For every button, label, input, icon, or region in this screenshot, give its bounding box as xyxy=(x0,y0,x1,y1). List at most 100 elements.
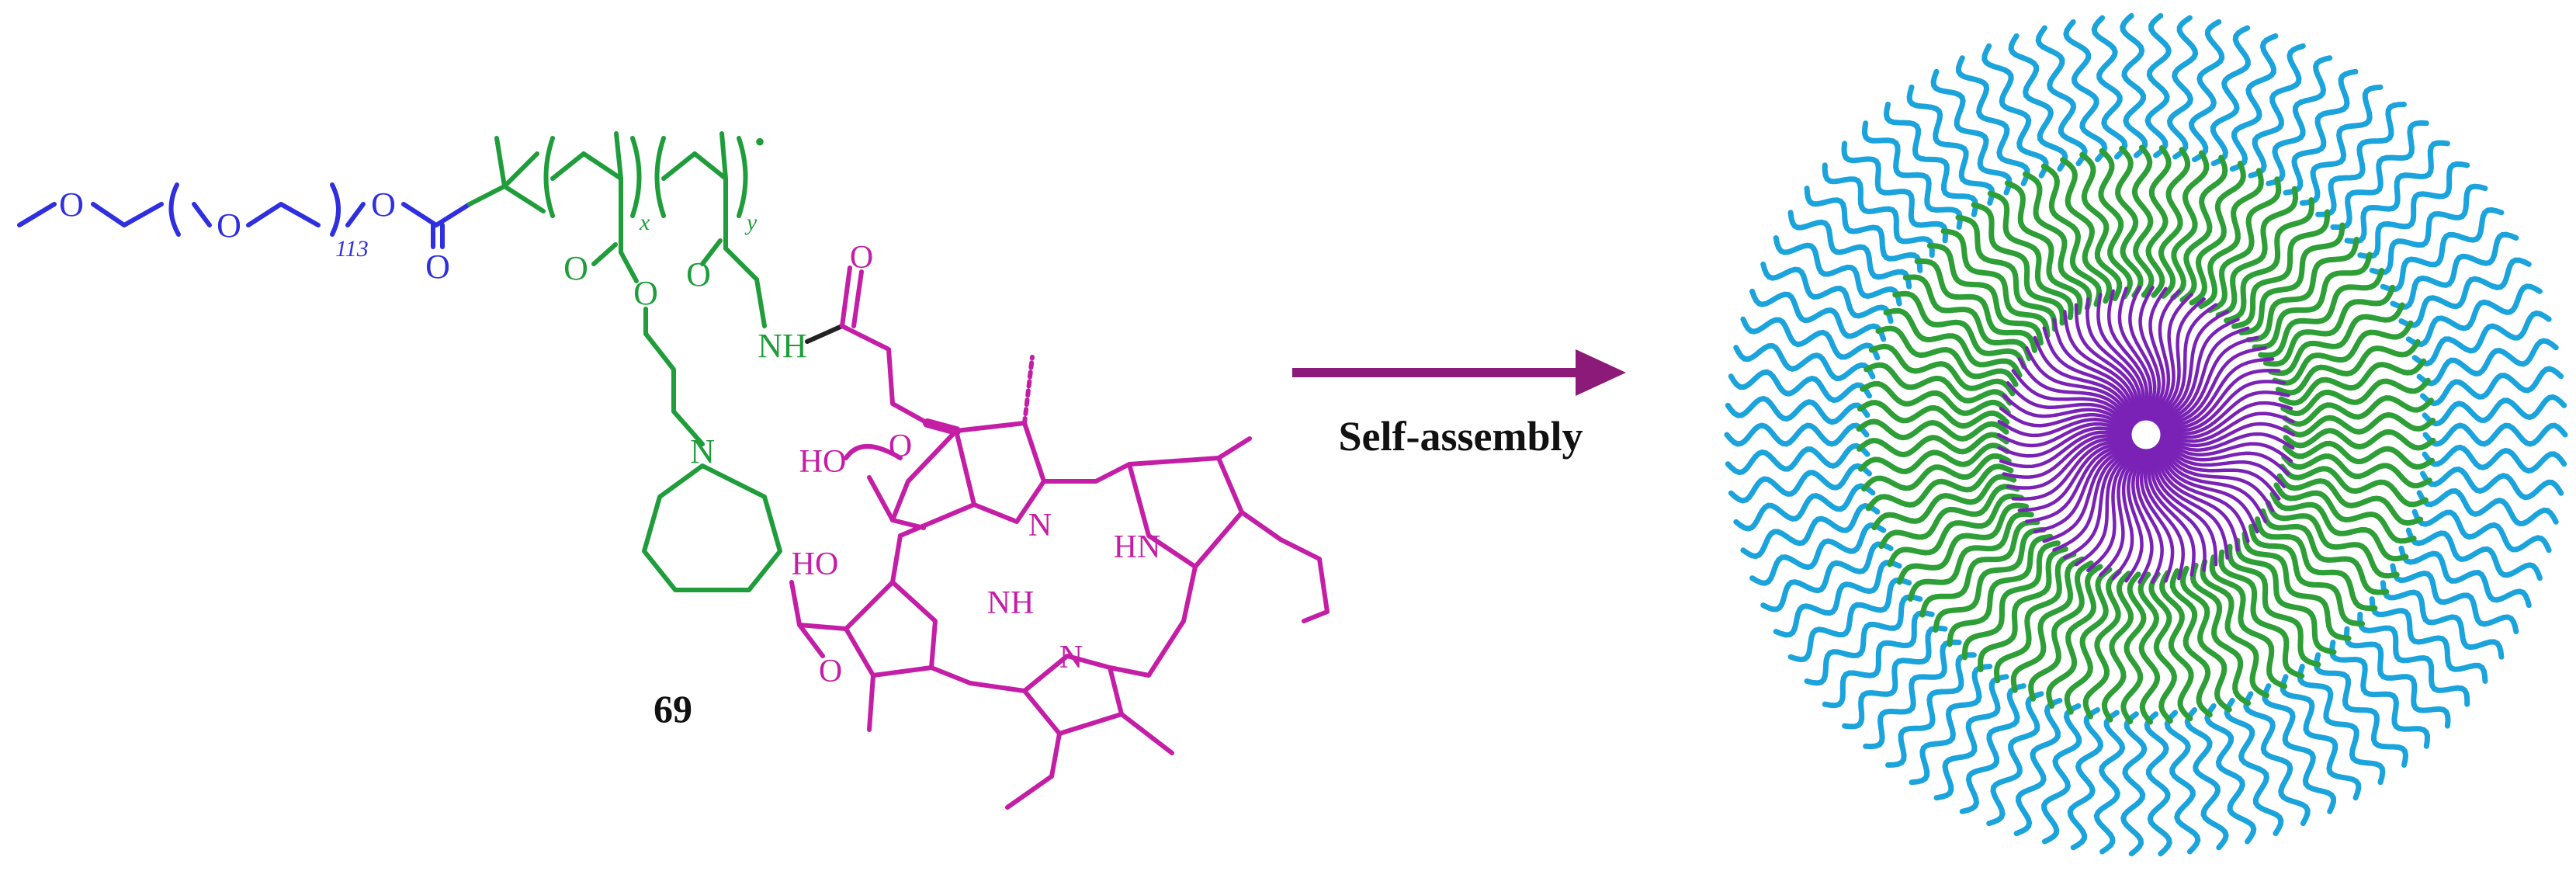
micelle-chain xyxy=(2115,145,2144,299)
micelle-chain xyxy=(1861,453,2012,492)
micelle-chain xyxy=(2227,543,2321,668)
micelle-chain xyxy=(1971,202,2065,326)
peg-repeat-subscript: 113 xyxy=(335,236,369,262)
atom-o-ester-link: O xyxy=(371,186,396,224)
micelle-chain xyxy=(2299,84,2384,206)
micelle-chain xyxy=(1930,68,2013,196)
acid1-o: O xyxy=(889,429,912,464)
micelle-chain xyxy=(2297,664,2386,786)
micelle-chain xyxy=(2279,463,2429,508)
micelle-chain xyxy=(2143,449,2186,581)
micelle-chain xyxy=(2011,439,2133,501)
micelle-chain xyxy=(1907,511,2034,602)
micelle-chain xyxy=(2079,151,2123,301)
micelle-chain xyxy=(2238,222,2345,336)
micelle-chain xyxy=(2099,449,2143,577)
micelle-chain xyxy=(2411,508,2552,553)
micelle-chain xyxy=(1883,307,2023,378)
micelle-chain xyxy=(2098,147,2133,300)
micelle-chain xyxy=(2161,436,2293,463)
micelle-chain xyxy=(2229,33,2279,172)
micelle-chain xyxy=(2017,442,2134,512)
micelle-chain xyxy=(2265,500,2400,579)
micelle-chain xyxy=(2369,596,2488,684)
micelle-chain xyxy=(2207,176,2282,314)
polymer-structure-69: O O 113 O O xyxy=(17,124,1330,810)
micelle-chain xyxy=(1933,526,2047,633)
micelle-chain xyxy=(1822,610,1935,709)
micelle-chain xyxy=(2398,257,2532,328)
micelle-chain xyxy=(1724,422,1870,447)
micelle-chain xyxy=(2146,286,2168,420)
micelle-chain xyxy=(2131,144,2155,298)
micelle-chain xyxy=(2248,523,2366,626)
micelle-chain xyxy=(2144,711,2172,857)
micelle-chain xyxy=(2200,558,2269,699)
micelle-chain xyxy=(2013,697,2063,837)
backbone xyxy=(467,131,782,592)
micelle-chain xyxy=(2282,395,2434,427)
micelle-chain xyxy=(2086,448,2141,572)
micelle-chain xyxy=(2160,437,2290,476)
micelle-chain xyxy=(2159,369,2281,430)
micelle-chain xyxy=(1860,380,2011,416)
micelle-chain xyxy=(1978,546,2068,672)
micelle-chain xyxy=(2158,147,2191,299)
micelle-chain xyxy=(2241,531,2352,641)
micelle-chain xyxy=(2101,571,2134,723)
micelle-chain xyxy=(2085,297,2142,422)
micelle-chain xyxy=(2198,168,2264,309)
micelle-chain xyxy=(2025,346,2134,427)
arrow-label: Self-assembly xyxy=(1339,413,1583,460)
micelle-chain xyxy=(2422,394,2567,427)
micelle-chain xyxy=(2179,154,2228,303)
atom-o-y-carbonyl: O xyxy=(686,255,711,293)
micelle-chain xyxy=(2169,568,2213,718)
micelle-chain xyxy=(1996,422,2131,448)
micelle-chain xyxy=(2160,380,2287,432)
micelle-chain xyxy=(2266,55,2333,186)
acid1-ho: HO xyxy=(799,444,847,480)
micelle-chain xyxy=(2420,366,2564,407)
micelle-chain xyxy=(2124,449,2146,583)
micelle-chain xyxy=(1885,652,1977,768)
micelle-chain xyxy=(2091,15,2128,160)
micelle-chain xyxy=(1875,325,2019,387)
micelle-chain xyxy=(2280,377,2431,417)
micelle-chain xyxy=(2313,652,2409,768)
micelle-chain xyxy=(2120,12,2148,158)
micelle-chain xyxy=(2149,293,2193,421)
micelle-chain xyxy=(2275,338,2421,396)
micelle-chain xyxy=(2283,411,2436,438)
micelle-chain xyxy=(2120,571,2147,724)
linker xyxy=(805,324,844,344)
micelle-chain xyxy=(2210,25,2251,167)
micelle-chain xyxy=(2369,183,2488,276)
micelle-chain xyxy=(2160,439,2287,489)
subscript-x: x xyxy=(639,210,650,235)
micelle-chain xyxy=(2052,318,2137,424)
micelle-chain xyxy=(2184,707,2229,851)
micelle-chain xyxy=(1959,683,2026,814)
micelle-chain xyxy=(2164,710,2201,855)
micelle-chain xyxy=(2357,161,2470,259)
micelle-chain xyxy=(1725,395,1870,425)
micelle-chain xyxy=(2283,428,2436,451)
micelle-chain xyxy=(1864,362,2013,406)
micelle-chain xyxy=(2064,567,2113,715)
micelle-chain xyxy=(1987,190,2074,321)
micelle-chain xyxy=(1947,533,2054,647)
micelle-chain xyxy=(1841,141,1949,244)
micelle-chain xyxy=(1858,442,2010,474)
micelle-chain xyxy=(2280,674,2362,801)
micelle-chain xyxy=(2315,102,2407,217)
micelle-chain xyxy=(2398,545,2532,609)
micelle-chain xyxy=(1933,674,2009,801)
micelle-chain xyxy=(1725,442,1870,476)
micelle-chain xyxy=(2008,33,2068,172)
micelle-chain xyxy=(1961,540,2061,661)
micelle-chain xyxy=(2155,326,2250,425)
micelle-chain xyxy=(2258,268,2385,359)
atom-o-x-carbonyl: O xyxy=(563,249,588,287)
